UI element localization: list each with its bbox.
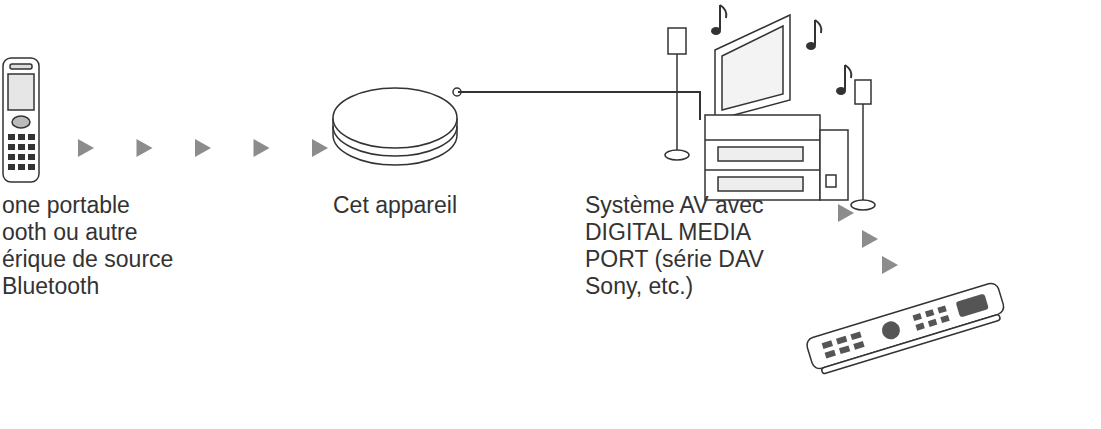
cable-line [458,92,700,120]
wireless-arrows [78,139,328,157]
node-label: Cet appareil [300,192,490,219]
device-drawing [333,88,461,165]
phone-drawing [3,58,39,182]
device-node [662,10,872,210]
remote-control [805,281,1007,376]
device-node [332,86,460,150]
device-node [2,56,42,184]
node-label: Système AV avec DIGITAL MEDIA PORT (séri… [585,192,800,300]
node-label: one portable ooth ou autre érique de sou… [2,192,174,300]
signal-arrow [838,204,898,274]
music-note [711,5,851,95]
av-system-drawing [665,15,875,210]
